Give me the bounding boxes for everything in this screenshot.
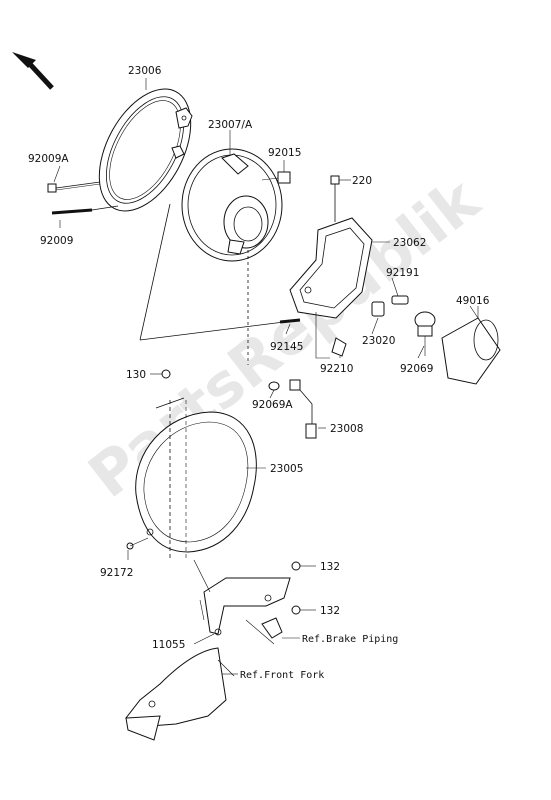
label-49016: 49016 xyxy=(456,295,490,307)
lamp-92069a[interactable] xyxy=(268,381,280,391)
dust-cover-49016[interactable] xyxy=(441,306,501,385)
bolt-220[interactable] xyxy=(330,175,351,222)
label-92191: 92191 xyxy=(386,267,419,279)
label-130: 130 xyxy=(126,369,146,381)
label-220: 220 xyxy=(352,175,372,187)
clip-92210[interactable] xyxy=(315,312,347,359)
label-92009a: 92009A xyxy=(28,153,69,165)
wire-socket-23008[interactable] xyxy=(289,379,317,439)
label-92210: 92210 xyxy=(320,363,353,375)
label-92015: 92015 xyxy=(268,147,301,159)
label-23020: 23020 xyxy=(362,335,395,347)
front-direction-arrow-icon xyxy=(12,52,54,90)
label-132-lower: 132 xyxy=(320,605,340,617)
label-23007a: 23007/A xyxy=(208,119,253,131)
screw-92009[interactable] xyxy=(51,205,119,215)
leader-lines xyxy=(53,78,479,645)
label-92172: 92172 xyxy=(100,567,133,579)
bolt-132-upper[interactable] xyxy=(291,561,316,571)
socket-23020[interactable] xyxy=(371,301,385,317)
label-92145: 92145 xyxy=(270,341,303,353)
ref-front-fork: Ref.Front Fork xyxy=(240,670,324,681)
brake-piping-clamp[interactable] xyxy=(245,617,283,645)
front-fork-fragment[interactable] xyxy=(125,647,235,741)
screw-92009a[interactable] xyxy=(47,181,101,193)
label-92069a: 92069A xyxy=(252,399,293,411)
watermark-text: PartsRepublik xyxy=(76,164,494,512)
label-132-upper: 132 xyxy=(320,561,340,573)
headlight-cover-23005[interactable] xyxy=(135,397,257,560)
bulb-92069[interactable] xyxy=(414,311,436,356)
bolt-130[interactable] xyxy=(150,369,171,379)
label-23008: 23008 xyxy=(330,423,363,435)
label-23005: 23005 xyxy=(270,463,303,475)
headlight-bracket-23062[interactable] xyxy=(289,217,390,319)
grommet-92191[interactable] xyxy=(391,295,409,305)
ref-brake-piping: Ref.Brake Piping xyxy=(302,634,398,645)
bolt-132-lower[interactable] xyxy=(291,605,316,615)
label-11055: 11055 xyxy=(152,639,185,651)
headlight-housing[interactable] xyxy=(181,148,283,365)
label-23062: 23062 xyxy=(393,237,426,249)
mount-bracket-11055[interactable] xyxy=(193,559,291,636)
label-23006: 23006 xyxy=(128,65,162,77)
headlight-rim[interactable] xyxy=(80,74,209,226)
label-92069: 92069 xyxy=(400,363,433,375)
label-92009: 92009 xyxy=(40,235,73,247)
screw-92172[interactable] xyxy=(126,537,149,550)
